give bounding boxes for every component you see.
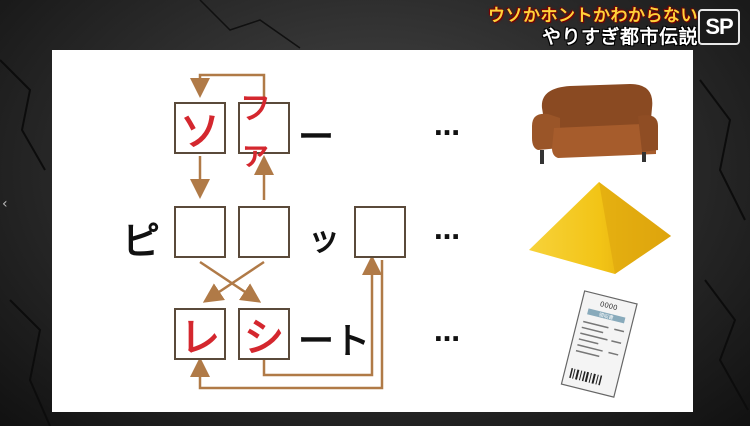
box-so: ソ	[174, 102, 226, 155]
row3-dots: …	[434, 318, 462, 348]
puzzle-panel: ソ ファ ー … ピ ッ … レ シ ート …	[52, 50, 693, 412]
arrow-box3-to-re	[190, 260, 384, 390]
box-shi: シ	[238, 308, 290, 361]
sofa-icon	[532, 84, 658, 164]
box-blank-3	[354, 206, 406, 258]
arrow-fa-to-so	[190, 73, 266, 98]
arrow-diagram	[190, 73, 384, 390]
box-fa: ファ	[238, 91, 290, 172]
receipt-label: 領収書	[598, 311, 614, 321]
box-re: レ	[174, 308, 226, 361]
show-logo: ウソかホントかわからない やりすぎ都市伝説 SP	[488, 0, 750, 50]
row3-suffix: ート	[298, 321, 371, 362]
row1-dots: …	[434, 112, 462, 142]
row2-middle: ッ	[308, 220, 341, 258]
gold-pyramid-icon	[529, 182, 671, 274]
box-blank-1	[174, 206, 226, 258]
logo-sp-badge: SP	[698, 9, 740, 45]
arrow-shi-to-box3	[262, 255, 382, 377]
logo-title: やりすぎ都市伝説	[541, 26, 698, 48]
arrow-cross-2	[202, 260, 265, 303]
arrow-cross-1	[199, 260, 262, 303]
row1-suffix: ー	[298, 117, 335, 158]
chevron-left-icon[interactable]: ‹	[2, 196, 8, 212]
row2-dots: …	[434, 216, 462, 246]
box-blank-2	[238, 206, 290, 258]
logo-subtitle: ウソかホントかわからない	[488, 6, 698, 26]
row2-prefix: ピ	[122, 219, 161, 263]
receipt-icon: 0000 領収書	[560, 290, 638, 398]
